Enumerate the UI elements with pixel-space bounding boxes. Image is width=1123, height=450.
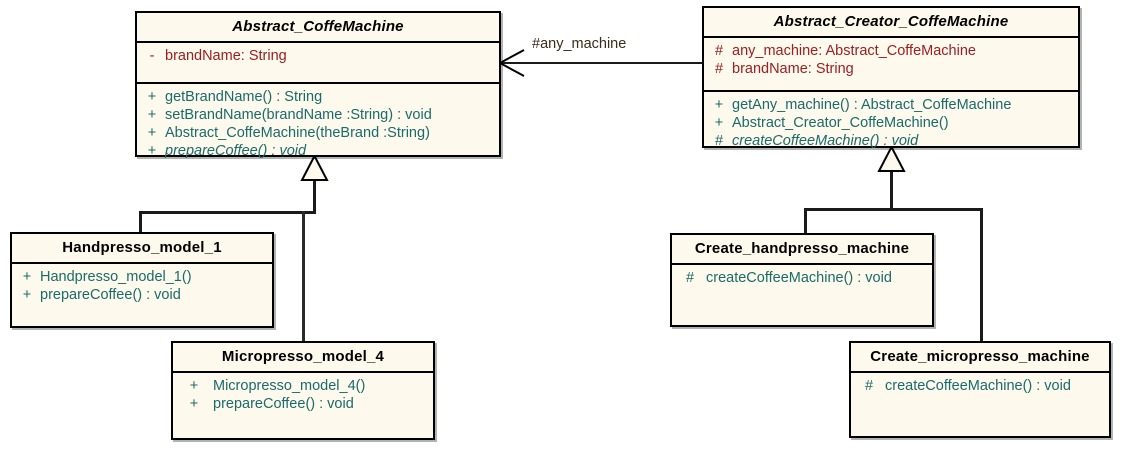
attribute-row: # brandName: String xyxy=(706,60,1076,78)
method-row: + prepareCoffee() : void xyxy=(14,286,270,304)
method-text: prepareCoffee() : void xyxy=(165,143,307,159)
methods-compartment-handpresso-model-1: + Handpresso_model_1() + prepareCoffee()… xyxy=(12,262,272,308)
visibility-marker: + xyxy=(189,396,199,412)
method-row: + setBrandName(brandName :String) : void xyxy=(139,106,497,124)
visibility-marker: # xyxy=(714,133,724,149)
visibility-marker: # xyxy=(714,43,724,59)
visibility-marker: + xyxy=(189,378,199,394)
class-title-create-micropresso-machine: Create_micropresso_machine xyxy=(870,348,1090,365)
attribute-text: brandName: String xyxy=(165,48,287,64)
attributes-compartment-abstract-creator-coffemachine: # any_machine: Abstract_CoffeMachine # b… xyxy=(704,36,1078,90)
method-text: Abstract_CoffeMachine(theBrand :String) xyxy=(165,125,430,141)
method-row: + prepareCoffee() : void xyxy=(175,395,431,413)
generalization-line-create-handpresso-drop xyxy=(804,208,807,235)
method-text: setBrandName(brandName :String) : void xyxy=(165,107,432,123)
visibility-marker: # xyxy=(714,61,724,77)
method-row: + Abstract_Creator_CoffeMachine() xyxy=(706,114,1076,132)
method-text: Micropresso_model_4() xyxy=(213,378,366,394)
method-text: getAny_machine() : Abstract_CoffeMachine xyxy=(732,97,1012,113)
generalization-line-right-bar xyxy=(804,208,983,211)
attribute-text: brandName: String xyxy=(732,61,854,77)
attribute-row: - brandName: String xyxy=(139,47,497,65)
association-label-any-machine: #any_machine xyxy=(532,36,627,52)
class-box-micropresso-model-4[interactable]: Micropresso_model_4 + Micropresso_model_… xyxy=(171,341,435,440)
class-box-handpresso-model-1[interactable]: Handpresso_model_1 + Handpresso_model_1(… xyxy=(10,232,274,328)
method-row: + getBrandName() : String xyxy=(139,88,497,106)
class-box-abstract-creator-coffemachine[interactable]: Abstract_Creator_CoffeMachine # any_mach… xyxy=(702,6,1080,149)
visibility-marker: + xyxy=(714,97,724,113)
method-text: Handpresso_model_1() xyxy=(40,269,192,285)
methods-compartment-abstract-creator-coffemachine: + getAny_machine() : Abstract_CoffeMachi… xyxy=(704,90,1078,154)
method-row: + Handpresso_model_1() xyxy=(14,268,270,286)
generalization-line-right-stem xyxy=(890,160,893,210)
visibility-marker: + xyxy=(22,287,32,303)
class-title-create-handpresso-machine: Create_handpresso_machine xyxy=(694,240,910,257)
class-box-abstract-coffemachine[interactable]: Abstract_CoffeMachine - brandName: Strin… xyxy=(135,11,501,159)
method-row: + getAny_machine() : Abstract_CoffeMachi… xyxy=(706,96,1076,114)
method-text: Abstract_Creator_CoffeMachine() xyxy=(732,115,949,131)
visibility-marker: + xyxy=(147,89,157,105)
class-box-create-handpresso-machine[interactable]: Create_handpresso_machine # createCoffee… xyxy=(670,233,934,327)
visibility-marker: + xyxy=(147,125,157,141)
method-row: # createCoffeeMachine() : void xyxy=(674,269,930,287)
methods-compartment-create-handpresso-machine: # createCoffeeMachine() : void xyxy=(672,263,932,291)
method-text: prepareCoffee() : void xyxy=(213,396,354,412)
generalization-line-micropresso-drop xyxy=(302,211,305,343)
visibility-marker: # xyxy=(864,378,874,394)
visibility-marker: + xyxy=(22,269,32,285)
visibility-marker: + xyxy=(147,107,157,123)
methods-compartment-abstract-coffemachine: + getBrandName() : String + setBrandName… xyxy=(137,82,499,164)
attribute-text: any_machine: Abstract_CoffeMachine xyxy=(732,43,976,59)
method-text: getBrandName() : String xyxy=(165,89,323,105)
class-title-abstract-coffemachine: Abstract_CoffeMachine xyxy=(232,18,404,35)
generalization-line-left-bar xyxy=(139,211,316,214)
visibility-marker: # xyxy=(685,270,695,286)
method-text: createCoffeeMachine() : void xyxy=(732,133,919,149)
method-row: # createCoffeeMachine() : void xyxy=(853,377,1107,395)
generalization-line-handpresso-drop xyxy=(139,211,142,234)
attributes-compartment-abstract-coffemachine: - brandName: String xyxy=(137,41,499,82)
methods-compartment-create-micropresso-machine: # createCoffeeMachine() : void xyxy=(851,371,1109,399)
visibility-marker: + xyxy=(714,115,724,131)
method-text: prepareCoffee() : void xyxy=(40,287,181,303)
attribute-row: # any_machine: Abstract_CoffeMachine xyxy=(706,42,1076,60)
generalization-line-create-micropresso-drop xyxy=(980,208,983,343)
method-text: createCoffeeMachine() : void xyxy=(885,378,1071,394)
association-line-any-machine xyxy=(502,62,704,64)
method-row: + Micropresso_model_4() xyxy=(175,377,431,395)
visibility-marker: - xyxy=(149,48,155,64)
method-row: # createCoffeeMachine() : void xyxy=(706,132,1076,150)
class-box-create-micropresso-machine[interactable]: Create_micropresso_machine # createCoffe… xyxy=(849,341,1111,438)
method-row: + prepareCoffee() : void xyxy=(139,142,497,160)
class-title-abstract-creator-coffemachine: Abstract_Creator_CoffeMachine xyxy=(773,13,1009,30)
methods-compartment-micropresso-model-4: + Micropresso_model_4() + prepareCoffee(… xyxy=(173,371,433,417)
method-row: + Abstract_CoffeMachine(theBrand :String… xyxy=(139,124,497,142)
visibility-marker: + xyxy=(147,143,157,159)
method-text: createCoffeeMachine() : void xyxy=(706,270,892,286)
class-title-handpresso-model-1: Handpresso_model_1 xyxy=(62,239,222,256)
class-title-micropresso-model-4: Micropresso_model_4 xyxy=(221,348,385,365)
generalization-line-left-stem xyxy=(313,168,316,213)
